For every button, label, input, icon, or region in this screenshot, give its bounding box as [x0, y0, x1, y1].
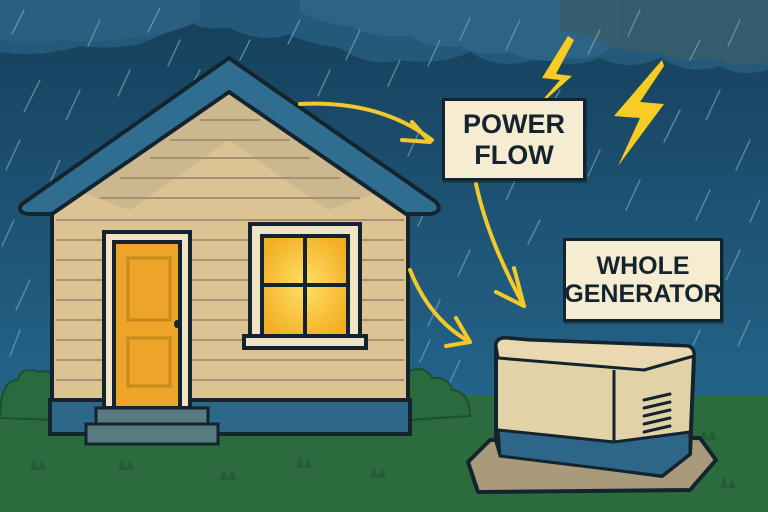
- vent-grille-icon: [642, 392, 672, 434]
- lightning-bolt-icon: [532, 36, 664, 166]
- arrow-label-to-generator: [474, 182, 526, 308]
- bush-right: [407, 368, 472, 422]
- door-knob: [174, 320, 180, 328]
- front-steps: [84, 406, 220, 446]
- power-flow-arrows: [298, 101, 526, 348]
- arrow-house-to-generator: [408, 268, 472, 344]
- power-flow-label: POWER FLOW: [442, 98, 586, 181]
- whole-generator-label-line2: GENERATOR: [564, 280, 722, 308]
- storm-clouds: [0, 0, 768, 74]
- glowing-window: [242, 222, 368, 350]
- roof: [18, 56, 441, 216]
- whole-generator-label-line1: WHOLE: [596, 252, 690, 280]
- standby-generator: [466, 336, 718, 494]
- power-flow-label-line2: FLOW: [474, 139, 554, 170]
- rain-streaks: [1, 7, 761, 383]
- whole-generator-label: WHOLE GENERATOR: [563, 238, 723, 322]
- generator-base-band: [496, 428, 692, 478]
- power-flow-label-line1: POWER: [462, 109, 565, 140]
- front-door: [102, 230, 192, 410]
